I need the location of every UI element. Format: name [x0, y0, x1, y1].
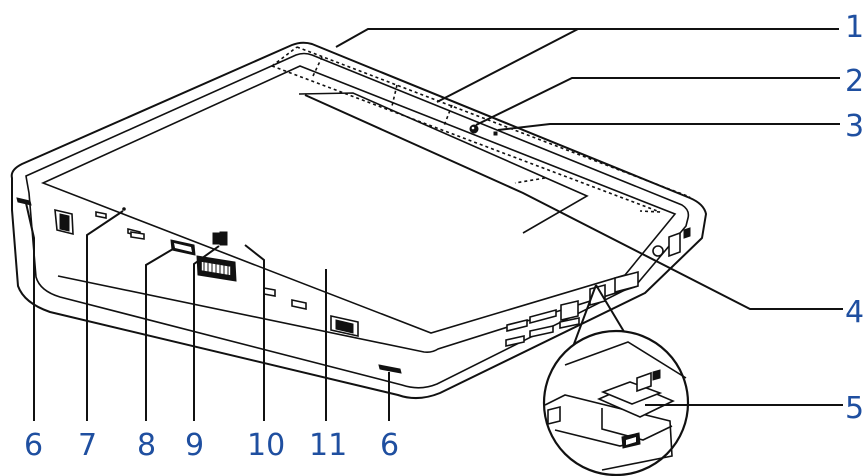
callout-4: 4: [845, 295, 864, 330]
camera-led: [493, 131, 498, 136]
windows-logo-icon: [212, 231, 228, 246]
microphone: [122, 207, 126, 211]
left-side-ports: [16, 197, 402, 374]
sensor-region-dashed: [271, 46, 691, 213]
callout-3: 3: [845, 109, 864, 144]
tablet-body: [10, 41, 707, 399]
callout-8: 8: [137, 428, 156, 463]
callout-6-left: 6: [24, 428, 43, 463]
callout-7: 7: [78, 428, 97, 463]
right-side-ports: [505, 227, 691, 347]
leader-lines: [25, 28, 843, 421]
fingerprint-zoom: [542, 284, 690, 476]
pen-panel-outline: [298, 92, 589, 234]
camera-icon: [469, 124, 479, 134]
callout-6-right: 6: [380, 428, 399, 463]
callout-labels: 1 2 3 4 5 6 7 8 9 10 11 6: [24, 10, 864, 463]
callout-2: 2: [845, 64, 864, 99]
callout-9: 9: [185, 428, 204, 463]
callout-11: 11: [309, 428, 347, 463]
callout-5: 5: [845, 391, 864, 426]
callout-1: 1: [845, 10, 864, 45]
fingerprint-sensor-icon: [544, 341, 687, 471]
light-sensor: [170, 239, 196, 256]
callout-10: 10: [247, 428, 285, 463]
